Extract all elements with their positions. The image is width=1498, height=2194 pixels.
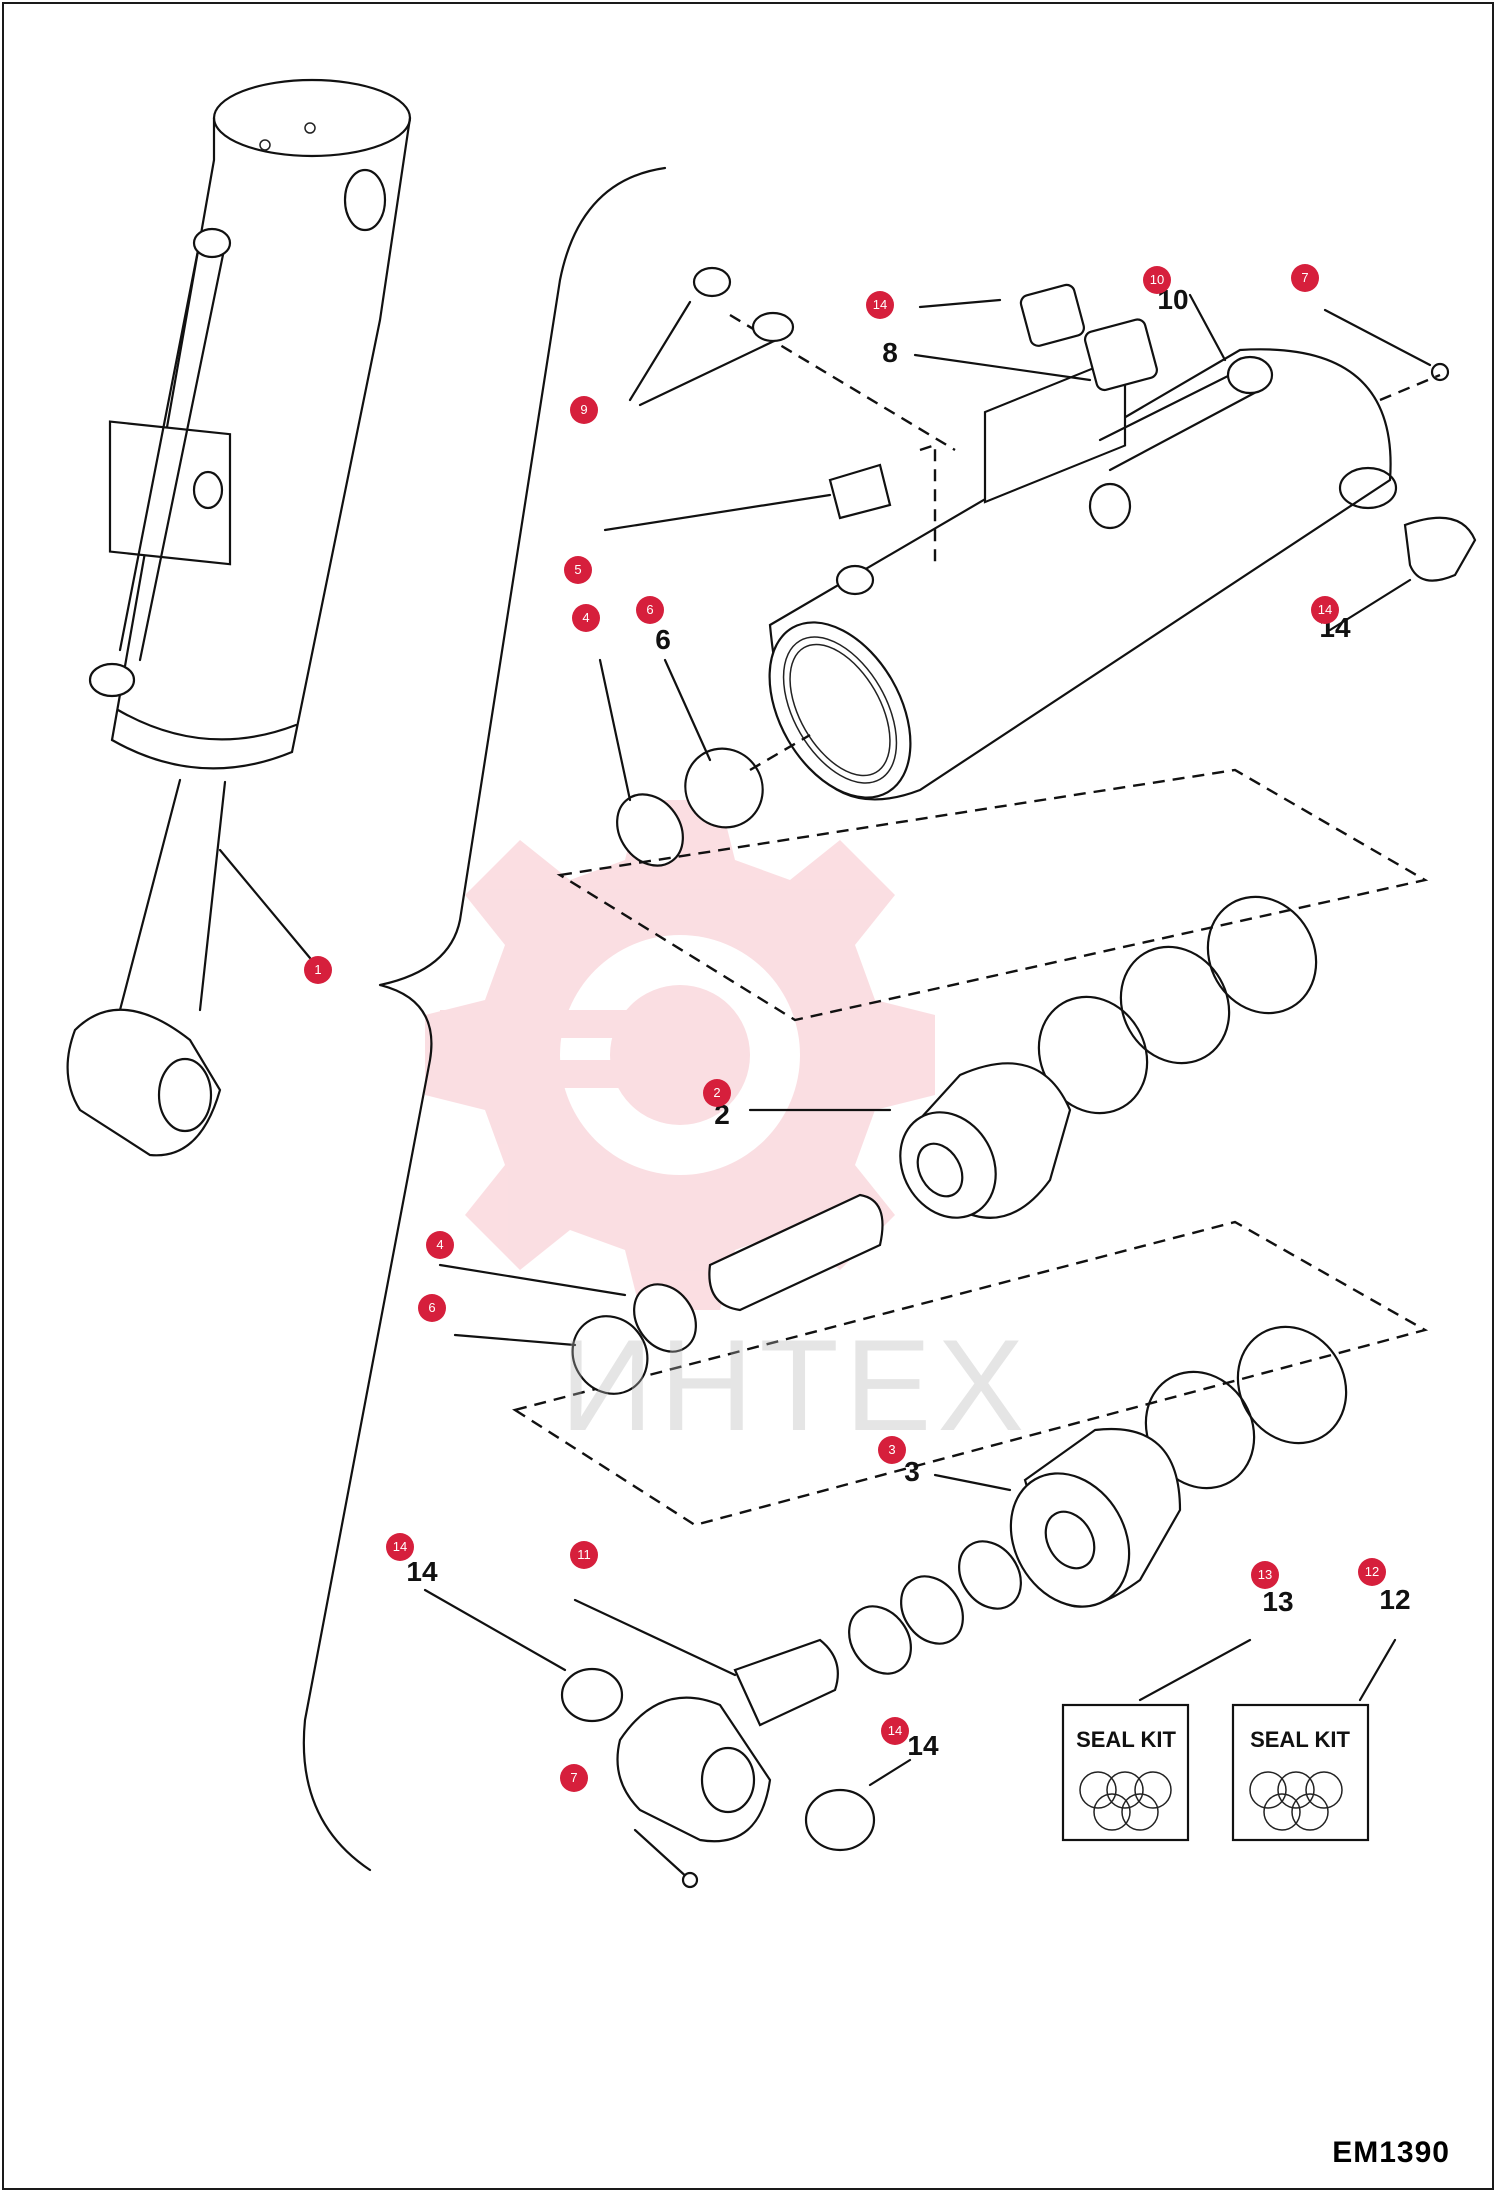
callout-14[interactable]: 14 bbox=[866, 291, 894, 319]
rod-eye-part bbox=[423, 1588, 912, 1889]
callout-6[interactable]: 6 bbox=[418, 1294, 446, 1322]
callout-7[interactable]: 7 bbox=[1291, 264, 1319, 292]
piston-rings bbox=[1037, 895, 1318, 1115]
callout-6[interactable]: 6 bbox=[636, 596, 664, 624]
watermark-logo bbox=[425, 800, 935, 1310]
part-number-13: 13 bbox=[1262, 1586, 1294, 1617]
gland-seals bbox=[848, 1540, 1022, 1675]
callout-4[interactable]: 4 bbox=[572, 604, 600, 632]
lower-seals bbox=[438, 1263, 697, 1395]
callout-9[interactable]: 9 bbox=[570, 396, 598, 424]
upper-parts bbox=[603, 266, 1477, 632]
piston-part bbox=[748, 1062, 1072, 1219]
callout-14[interactable]: 14 bbox=[386, 1533, 414, 1561]
barrel-part bbox=[729, 313, 1398, 801]
part-number-8: 8 bbox=[882, 337, 898, 368]
seal-kit-12-label: SEAL KIT bbox=[1250, 1727, 1350, 1752]
callout-3[interactable]: 3 bbox=[878, 1436, 906, 1464]
dashed-group-lower bbox=[512, 1220, 1429, 1527]
callout-5[interactable]: 5 bbox=[564, 556, 592, 584]
callout-13[interactable]: 13 bbox=[1251, 1561, 1279, 1589]
seal-kit-13-label: SEAL KIT bbox=[1076, 1727, 1176, 1752]
callout-7[interactable]: 7 bbox=[560, 1764, 588, 1792]
watermark-text: ИНТЕХ bbox=[560, 1312, 1031, 1458]
part-number-14: 14 bbox=[406, 1556, 438, 1587]
callout-11[interactable]: 11 bbox=[570, 1541, 598, 1569]
callout-10[interactable]: 10 bbox=[1143, 266, 1171, 294]
callout-14[interactable]: 14 bbox=[1311, 596, 1339, 624]
callout-12[interactable]: 12 bbox=[1358, 1558, 1386, 1586]
callout-4[interactable]: 4 bbox=[426, 1231, 454, 1259]
assembly-brace bbox=[302, 166, 667, 1872]
callout-1[interactable]: 1 bbox=[304, 956, 332, 984]
part-number-6: 6 bbox=[655, 624, 671, 655]
callout-14[interactable]: 14 bbox=[881, 1717, 909, 1745]
seal-kit-graphics bbox=[1061, 1638, 1397, 1842]
part-number-14: 14 bbox=[907, 1730, 939, 1761]
assembled-cylinder bbox=[66, 78, 412, 1157]
part-number-12: 12 bbox=[1379, 1584, 1411, 1615]
gland-part bbox=[933, 1427, 1182, 1608]
part-number-3: 3 bbox=[904, 1456, 920, 1487]
drawing-code: EM1390 bbox=[1332, 2136, 1450, 2169]
spacer-tube bbox=[708, 1193, 884, 1312]
callout-2[interactable]: 2 bbox=[703, 1079, 731, 1107]
dashed-group-upper bbox=[556, 768, 1429, 1022]
upper-seals bbox=[598, 658, 811, 867]
